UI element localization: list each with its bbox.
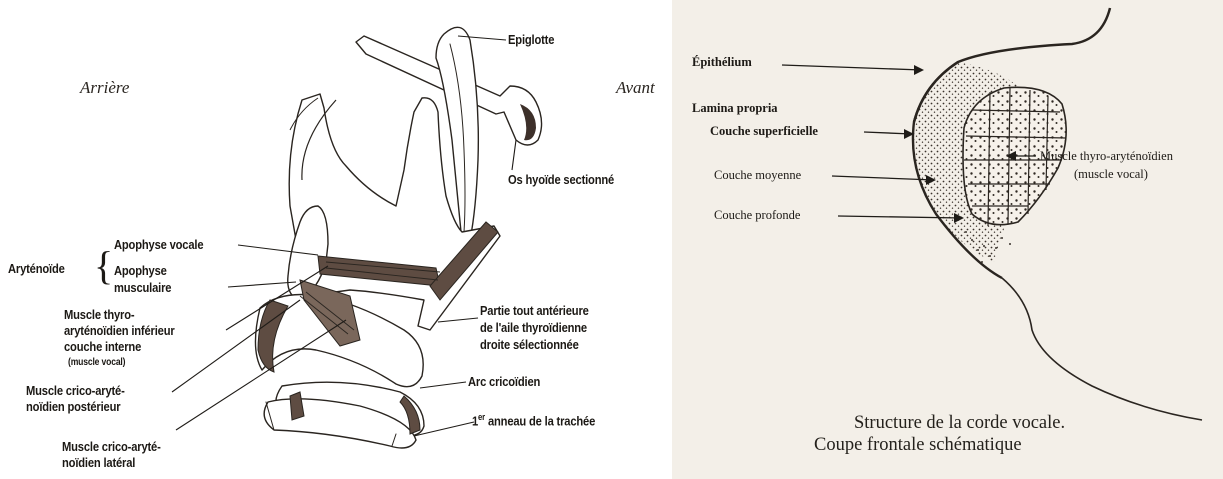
label-muscle-vocal-2: (muscle vocal) <box>1074 167 1148 182</box>
caption-line-1: Structure de la corde vocale. <box>854 412 1065 434</box>
leader-os-hyoide <box>512 140 516 170</box>
label-lamina-propria: Lamina propria <box>692 101 778 116</box>
label-couche-profonde: Couche profonde <box>714 208 800 223</box>
label-partie-3: droite sélectionnée <box>480 338 579 352</box>
leader-partie <box>438 318 478 322</box>
larynx-figure: Arrière Avant Epiglotte Os hyoïde sectio… <box>0 0 672 479</box>
leader-arc <box>420 382 466 388</box>
label-thyro-3: couche interne <box>64 340 141 354</box>
label-epiglotte: Epiglotte <box>508 33 554 47</box>
label-crico-post-1: Muscle crico-aryté- <box>26 384 125 398</box>
label-crico-post-2: noïdien postérieur <box>26 400 120 414</box>
label-thyro-1: Muscle thyro- <box>64 308 134 322</box>
label-thyro-2: aryténoïdien inférieur <box>64 324 175 338</box>
label-epithelium: Épithélium <box>692 55 752 70</box>
label-avant: Avant <box>616 78 655 98</box>
label-thyro-4: (muscle vocal) <box>68 357 125 368</box>
label-couche-superficielle: Couche superficielle <box>710 124 818 139</box>
label-muscle-vocal-1: Muscle thyro-aryténoïdien <box>1040 149 1173 164</box>
arytenoid-brace: { <box>94 246 113 286</box>
anneau-text: anneau de la trachée <box>485 413 595 428</box>
label-partie-1: Partie tout antérieure <box>480 304 589 318</box>
label-apophyse-musculaire-1: Apophyse <box>114 264 167 278</box>
arrow-epithelium <box>782 65 922 70</box>
label-apophyse-vocale: Apophyse vocale <box>114 238 203 252</box>
label-arriere: Arrière <box>80 78 129 98</box>
vocal-cord-figure: Épithélium Lamina propria Couche superfi… <box>672 0 1223 479</box>
label-couche-moyenne: Couche moyenne <box>714 168 801 183</box>
vocal-cord-drawing <box>672 0 1223 479</box>
lower-surface <box>1002 278 1202 420</box>
label-apophyse-musculaire-2: musculaire <box>114 281 171 295</box>
caption-line-2: Coupe frontale schématique <box>814 434 1022 456</box>
label-crico-lat-1: Muscle crico-aryté- <box>62 440 161 454</box>
label-anneau-trachee: 1er anneau de la trachée <box>472 410 595 428</box>
label-partie-2: de l'aile thyroïdienne <box>480 321 587 335</box>
leader-apophyse-musculaire <box>228 282 296 287</box>
label-arytenoide: Aryténoïde <box>8 262 65 276</box>
label-os-hyoide: Os hyoïde sectionné <box>508 173 614 187</box>
label-crico-lat-2: noïdien latéral <box>62 456 135 470</box>
label-arc-cricoidien: Arc cricoïdien <box>468 375 540 389</box>
